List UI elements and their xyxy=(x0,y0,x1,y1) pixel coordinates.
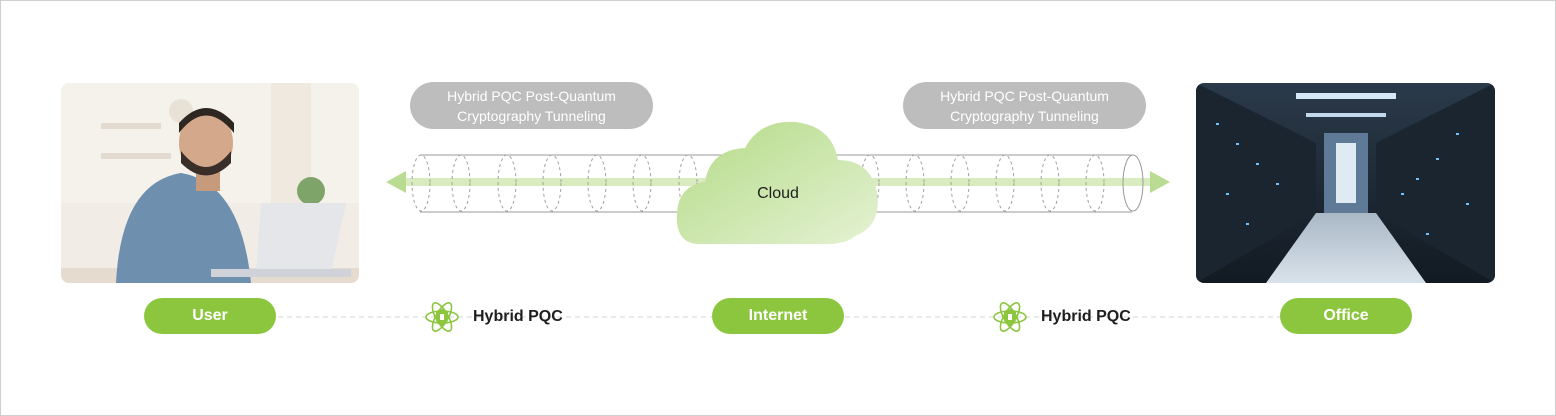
tunnel-label-left-line1: Hybrid PQC Post-Quantum xyxy=(447,87,616,104)
tunnel-label-left: Hybrid PQC Post-Quantum Cryptography Tun… xyxy=(410,82,653,129)
arrow-head-right xyxy=(1150,171,1170,193)
internet-node: Internet xyxy=(712,298,844,334)
user-node: User xyxy=(144,298,276,334)
tunnel-label-left-line2: Cryptography Tunneling xyxy=(457,107,606,124)
tunnel-label-right: Hybrid PQC Post-Quantum Cryptography Tun… xyxy=(903,82,1146,129)
office-photo xyxy=(1196,83,1495,283)
cloud-shape xyxy=(676,121,878,245)
hybrid-pqc-label-right: Hybrid PQC xyxy=(1041,308,1131,325)
arrow-head-left xyxy=(386,171,406,193)
office-node: Office xyxy=(1280,298,1412,334)
tunnel-rings xyxy=(411,154,1105,212)
atom-shield-icon xyxy=(425,302,459,332)
tunnel-label-right-line1: Hybrid PQC Post-Quantum xyxy=(940,87,1109,104)
tunnel-label-right-line2: Cryptography Tunneling xyxy=(950,107,1099,124)
cloud-label: Cloud xyxy=(757,185,799,202)
atom-shield-icon xyxy=(993,302,1027,332)
user-photo xyxy=(61,83,359,283)
hybrid-pqc-label-left: Hybrid PQC xyxy=(473,308,563,325)
